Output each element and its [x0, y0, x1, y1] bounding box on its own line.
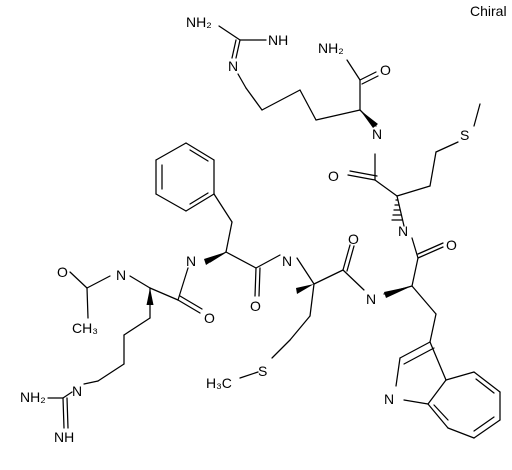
arg2-guanidine-nh2-label: NH₂ [186, 14, 212, 30]
acetyl-methyl-label: CH₃ [72, 320, 98, 336]
arg1-guanidine-nh2-label: NH₂ [20, 389, 46, 405]
met1-carbonyl-oxygen-label: O [348, 231, 359, 247]
stereo-hash-bond [391, 199, 403, 221]
phe-carbonyl-oxygen-label: O [250, 298, 261, 314]
met2-carbonyl-oxygen-label: O [328, 168, 339, 184]
atom-labels: Chiral O N CH₃ O N NH₂ NH N O N O S H₃C … [20, 3, 507, 445]
acetyl-oxygen-label: O [57, 264, 68, 280]
met2-sulfur-label: S [460, 127, 469, 143]
met1-methyl-label: H₃C [206, 375, 232, 391]
phe-nh-label: N [186, 253, 196, 269]
bond-skeleton [47, 25, 501, 439]
stereo-wedge-bonds [146, 110, 412, 305]
arg2-nh-label: N [372, 126, 382, 142]
trp-nh-label: N [366, 291, 376, 307]
arg1-guanidine-nh-label: NH [54, 429, 74, 445]
arg2-amide-nh2-label: NH₂ [318, 40, 344, 56]
arg2-guanidine-n-label: N [228, 58, 238, 74]
arg2-guanidine-nh-label: NH [268, 32, 288, 48]
chirality-label: Chiral [470, 3, 507, 19]
met1-nh-label: N [282, 253, 292, 269]
arg1-guanidine-n-label: N [72, 383, 82, 399]
trp-indole-nh-label: N [384, 391, 394, 407]
arg1-carbonyl-oxygen-label: O [204, 310, 215, 326]
met2-nh-label: N [398, 223, 408, 239]
met1-sulfur-label: S [258, 363, 267, 379]
acetyl-nh-label: N [116, 267, 126, 283]
trp-carbonyl-oxygen-label: O [446, 237, 457, 253]
arg2-amide-oxygen-label: O [380, 62, 391, 78]
